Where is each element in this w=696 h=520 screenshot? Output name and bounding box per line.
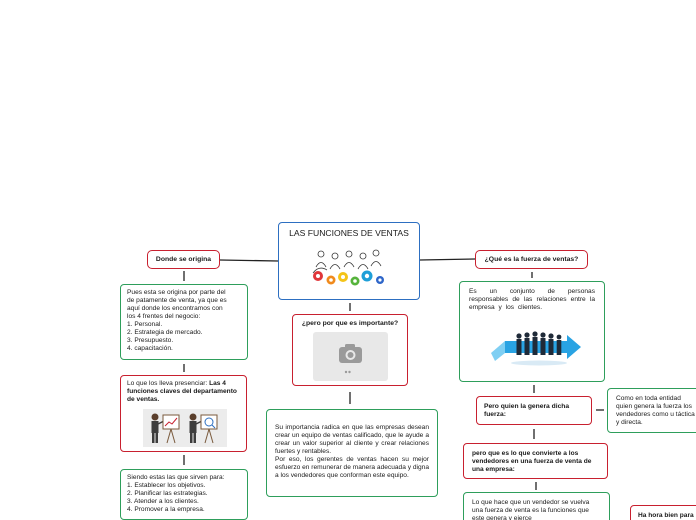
gears-people-icon bbox=[312, 249, 384, 286]
left-box-1-line: Pues esta se origina por parte del bbox=[127, 289, 226, 296]
left-box-1-line: aquí donde los encontramos con bbox=[127, 305, 223, 312]
left-box-1-line: 3. Presupuesto. bbox=[127, 337, 174, 344]
right-answer-2[interactable]: Como en toda entidad quien genera la fue… bbox=[607, 388, 696, 433]
left-box-3[interactable]: Siendo estas las que sirven para: 1. Est… bbox=[120, 469, 248, 520]
central-topic[interactable]: LAS FUNCIONES DE VENTAS bbox=[278, 222, 420, 300]
middle-question: ¿pero por que es importante? bbox=[301, 320, 399, 327]
left-box-3-line: 4. Promover a la empresa. bbox=[127, 506, 205, 513]
middle-question-box[interactable]: ¿pero por que es importante? bbox=[292, 314, 408, 386]
right-answer-3-text: Lo que hace que un vendedor se vuelva un… bbox=[472, 499, 590, 520]
left-box-1-line: los 4 frentes del negocio: bbox=[127, 313, 201, 320]
right-question-2-label: Pero quien la genera dicha fuerza: bbox=[484, 403, 570, 418]
right-cutoff-topic-label: Ha hora bien para bbox=[638, 512, 694, 519]
team-arrow-icon bbox=[491, 331, 581, 366]
right-topic-label: ¿Qué es la fuerza de ventas? bbox=[484, 255, 579, 263]
left-box-1-line: 1. Personal. bbox=[127, 321, 163, 328]
left-box-2-bold: Las 4 funciones claves del departamento … bbox=[127, 380, 237, 403]
left-box-1-line: 2. Estrategia de mercado. bbox=[127, 329, 203, 336]
left-box-2-intro: Lo que los lleva presenciar: bbox=[127, 380, 210, 387]
left-box-2[interactable]: Lo que los lleva presenciar: Las 4 funci… bbox=[120, 375, 247, 452]
connector-central-right bbox=[419, 258, 476, 261]
presentation-people-icon bbox=[143, 409, 227, 447]
left-box-1-line: 4. capacitación. bbox=[127, 345, 173, 352]
left-box-1-line: de patamente de venta, ya que es bbox=[127, 297, 227, 304]
right-question-3[interactable]: pero que es lo que convierte a los vende… bbox=[463, 443, 608, 479]
right-cutoff-topic[interactable]: Ha hora bien para bbox=[630, 505, 696, 520]
right-answer-3[interactable]: Lo que hace que un vendedor se vuelva un… bbox=[463, 492, 610, 520]
left-topic[interactable]: Donde se origina bbox=[147, 250, 220, 269]
right-question-3-label: pero que es lo que convierte a los vende… bbox=[472, 450, 592, 473]
middle-answer: Su importancia radica en que las empresa… bbox=[275, 424, 429, 479]
left-box-3-line: 1. Establecer los objetivos. bbox=[127, 482, 206, 489]
left-topic-label: Donde se origina bbox=[155, 255, 212, 263]
middle-answer-box[interactable]: Su importancia radica en que las empresa… bbox=[266, 409, 438, 497]
right-question-2[interactable]: Pero quien la genera dicha fuerza: bbox=[476, 396, 592, 425]
connector-central-left bbox=[219, 259, 279, 262]
right-definition: Es un conjunto de personas responsables … bbox=[469, 288, 595, 311]
right-definition-box[interactable]: Es un conjunto de personas responsables … bbox=[459, 281, 605, 382]
central-topic-title: LAS FUNCIONES DE VENTAS bbox=[289, 228, 409, 238]
left-box-2-text: Lo que los lleva presenciar: Las 4 funci… bbox=[127, 380, 240, 404]
right-answer-2-text: Como en toda entidad quien genera la fue… bbox=[616, 395, 695, 426]
right-topic[interactable]: ¿Qué es la fuerza de ventas? bbox=[475, 250, 588, 269]
left-box-3-line: Siendo estas las que sirven para: bbox=[127, 474, 225, 481]
left-box-3-line: 2. Planificar las estrategias. bbox=[127, 490, 208, 497]
left-box-3-line: 3. Atender a los clientes. bbox=[127, 498, 199, 505]
camera-icon bbox=[339, 344, 362, 374]
image-placeholder-icon bbox=[313, 332, 388, 381]
left-box-1[interactable]: Pues esta se origina por parte del de pa… bbox=[120, 284, 248, 360]
